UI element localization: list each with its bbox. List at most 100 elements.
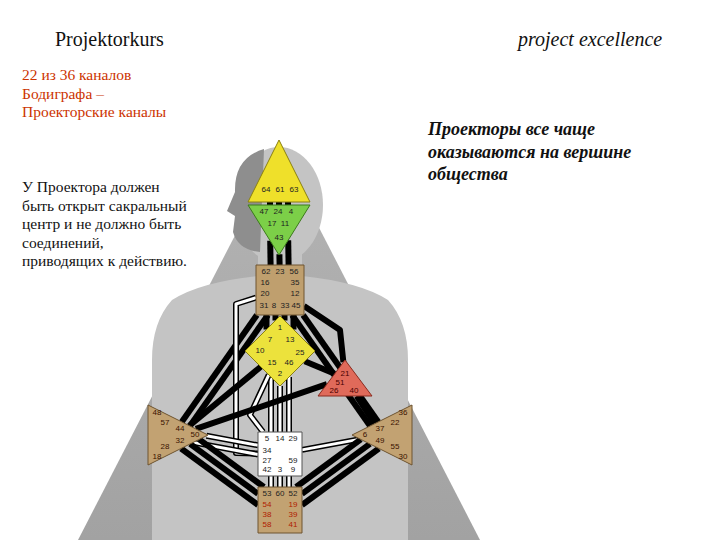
page-title: Projektorkurs	[55, 27, 164, 51]
channel-fill	[270, 476, 273, 487]
gate-number: 54	[263, 501, 272, 509]
gate-number: 11	[281, 220, 289, 228]
gate-number: 23	[276, 268, 285, 276]
gate-number: 64	[262, 186, 271, 194]
g-center: 1713102515462	[245, 316, 315, 386]
channel-line	[196, 384, 327, 429]
gate-number: 17	[268, 220, 277, 228]
channel-line	[289, 377, 290, 432]
channel-outline	[292, 315, 370, 426]
gate-number: 31	[260, 302, 269, 310]
gate-number: 10	[256, 347, 265, 355]
channel-outline	[286, 476, 292, 487]
gate-number: 56	[290, 268, 299, 276]
gate-number: 42	[263, 466, 272, 474]
center-shape	[352, 405, 412, 465]
channel-outline	[199, 439, 264, 487]
gate-number: 25	[296, 349, 305, 357]
sacral-center: 514293427594239	[258, 432, 302, 476]
channel-line	[279, 254, 280, 265]
channel-outline	[286, 377, 292, 432]
gate-number: 12	[291, 290, 300, 298]
channel-outline	[190, 444, 258, 494]
gate-number: 47	[260, 208, 269, 216]
gate-number: 57	[161, 419, 170, 427]
gate-number: 40	[350, 387, 359, 395]
throat-center: 622356163520123183345	[256, 265, 304, 315]
gate-number: 60	[276, 490, 285, 498]
channel-line	[288, 240, 289, 265]
gate-number: 28	[161, 443, 170, 451]
gate-number: 19	[289, 501, 298, 509]
gate-number: 26	[330, 387, 339, 395]
gate-number: 53	[263, 490, 272, 498]
gate-number: 36	[399, 409, 408, 417]
channel-outline	[182, 315, 257, 422]
gate-number: 27	[263, 457, 272, 465]
channel-line	[289, 476, 290, 487]
gate-number: 4	[289, 208, 293, 216]
center-shape	[248, 140, 310, 202]
channel-line	[280, 476, 281, 487]
channel-line	[181, 449, 258, 506]
gate-number: 20	[261, 290, 270, 298]
gate-number: 24	[274, 208, 283, 216]
body-note: У Проектора должен быть открыт сакральны…	[22, 178, 187, 271]
gate-number: 34	[263, 447, 272, 455]
gate-number: 50	[191, 431, 200, 439]
gate-number: 13	[286, 336, 295, 344]
gate-number: 30	[399, 453, 408, 461]
gate-number: 62	[262, 268, 271, 276]
channel-line	[280, 386, 281, 432]
gate-number: 44	[176, 425, 185, 433]
channel-outline	[305, 361, 335, 373]
center-shape	[148, 405, 208, 465]
center-shape	[258, 432, 302, 476]
gate-number: 33	[281, 302, 290, 310]
gate-number: 29	[289, 435, 298, 443]
channel-line	[271, 476, 272, 487]
center-shape	[248, 205, 310, 255]
channel-line	[190, 444, 258, 494]
red-note: 22 из 36 каналов Бодиграфа – Проекторски…	[22, 66, 187, 122]
head-center: 646163	[248, 140, 310, 202]
gate-number: 37	[376, 425, 385, 433]
center-outline	[318, 360, 372, 396]
channel-fill	[279, 386, 282, 432]
gate-number: 45	[292, 302, 301, 310]
channel-fill	[288, 377, 291, 432]
gate-number: 5	[265, 435, 269, 443]
gate-number: 16	[261, 279, 270, 287]
gate-number: 41	[289, 521, 298, 529]
gate-number: 22	[391, 419, 400, 427]
gate-number: 21	[341, 370, 350, 378]
gate-number: 48	[153, 409, 162, 417]
gate-number: 39	[289, 511, 298, 519]
channel-line	[305, 361, 335, 373]
ajna-center: 47 24 4 17 11 43	[248, 205, 310, 255]
gate-number: 2	[278, 370, 282, 378]
channel-line	[199, 439, 264, 487]
channel-outline	[276, 254, 282, 265]
channel-fill	[279, 476, 282, 487]
gate-number: 58	[263, 521, 272, 529]
emphasis-note: Проекторы все чаще оказываются на вершин…	[428, 118, 658, 186]
channel-outline	[277, 476, 283, 487]
gate-number: 49	[376, 437, 385, 445]
center-shape	[245, 316, 315, 386]
gate-number: 43	[275, 234, 284, 242]
ego-center: 215126 40	[318, 360, 372, 396]
center-shape	[258, 487, 302, 533]
gate-number: 63	[290, 186, 299, 194]
gate-number: 7	[268, 336, 272, 344]
channel-line	[292, 315, 370, 426]
channel-outline	[296, 439, 361, 487]
gate-number: 15	[268, 359, 277, 367]
gate-number: 9	[291, 466, 295, 474]
gate-number: 8	[272, 302, 276, 310]
body-silhouette	[152, 240, 408, 540]
channel-line	[182, 315, 257, 422]
gate-number: 51	[336, 379, 345, 387]
gate-number: 59	[289, 457, 298, 465]
channel-outline	[303, 315, 378, 422]
